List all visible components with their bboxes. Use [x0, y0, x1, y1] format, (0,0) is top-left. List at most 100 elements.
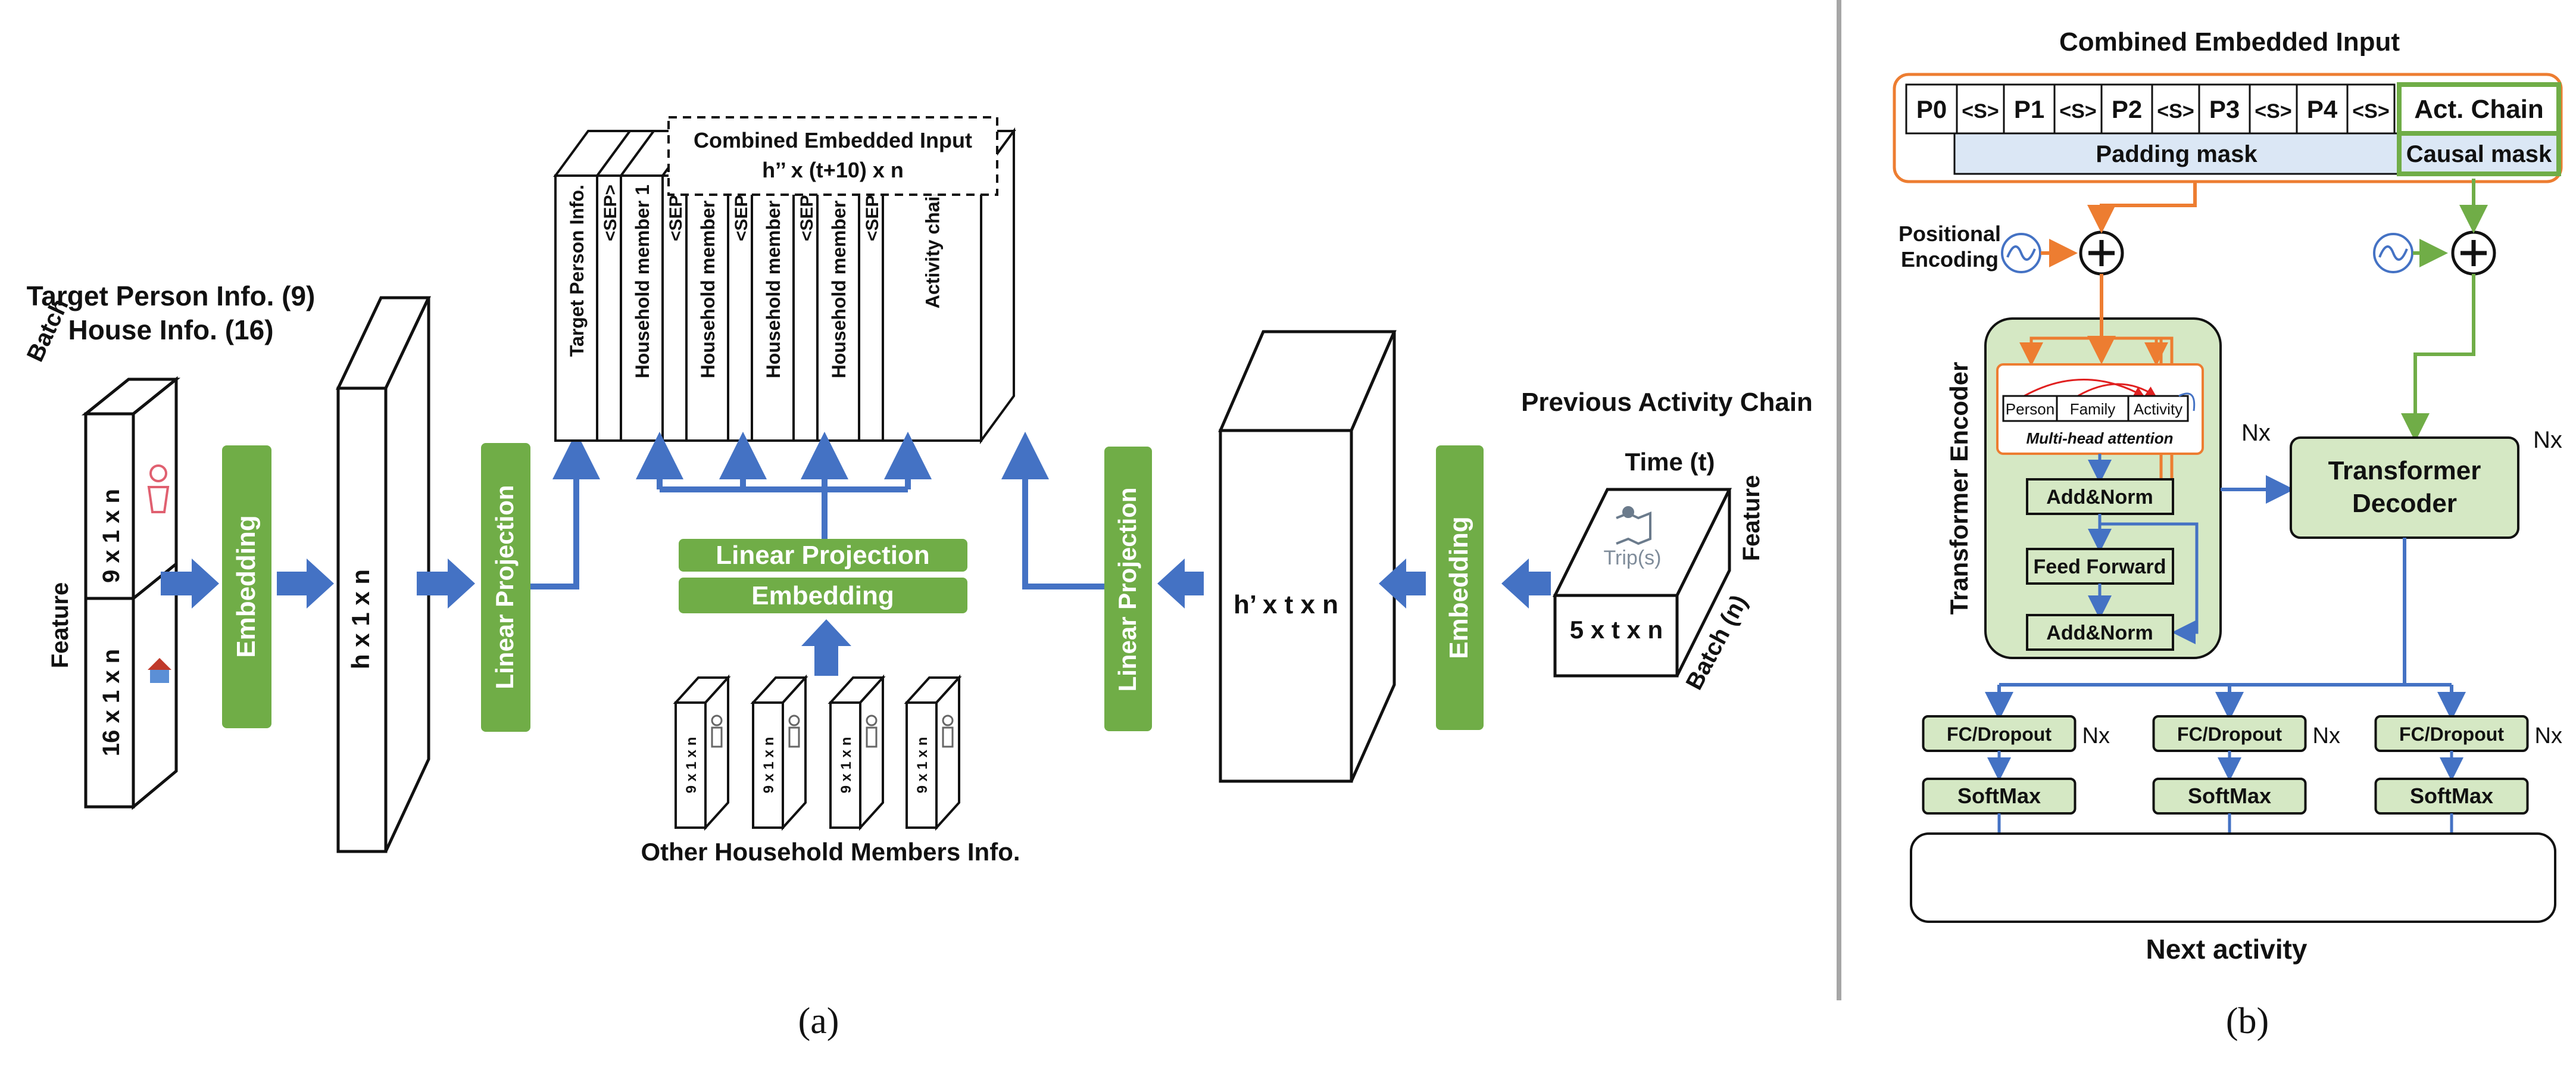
token-label: P4	[2307, 95, 2338, 123]
feed-forward-label: Feed Forward	[2034, 556, 2166, 578]
transformer-decoder	[2290, 436, 2519, 539]
token-cell	[2003, 83, 2056, 135]
next-activity-box	[1910, 832, 2556, 923]
arrow-to-combined	[530, 432, 600, 589]
member-tensor	[829, 701, 861, 829]
tensor-house: 16 x 1 x n	[98, 649, 124, 756]
person-body-icon	[942, 726, 954, 748]
embedding-left	[222, 445, 271, 728]
combined-dims: h’’ x (t+10) x n	[762, 158, 904, 182]
decoder-label-1: Transformer	[2328, 456, 2481, 485]
combined-input-title: Combined Embedded Input	[2059, 27, 2400, 57]
token-label: <S>	[2059, 100, 2096, 123]
add-norm-2	[2026, 614, 2174, 651]
slab-label: Target Person Info.	[566, 185, 588, 357]
fc-dropout-label: FC/Dropout	[1947, 723, 2052, 745]
feature-label: Feature	[47, 582, 73, 669]
token-cell	[2198, 83, 2251, 135]
nx-decoder: Nx	[2533, 427, 2562, 453]
member-tensor	[675, 701, 707, 829]
embedding-left-label: Embedding	[232, 515, 261, 658]
map-icon	[1616, 506, 1651, 545]
nx-encoder: Nx	[2241, 420, 2271, 446]
nx-head: Nx	[2535, 723, 2562, 748]
tensor-h: h x 1 x n	[336, 296, 431, 853]
pos-enc-label-2: Encoding	[1901, 247, 1999, 272]
slab	[596, 174, 622, 442]
block-arrow	[277, 559, 334, 609]
block-arrow-left	[1379, 559, 1426, 609]
time-label: Time (t)	[1625, 448, 1715, 476]
softmax-label: SoftMax	[1957, 784, 2041, 808]
token-label: <S>	[2255, 100, 2291, 123]
next-activity-label: Next activity	[2146, 934, 2307, 965]
encoder-label: Transformer Encoder	[1945, 362, 1973, 615]
tensor-5: 5 x t x n Trip(s)	[1552, 488, 1732, 678]
slab	[882, 174, 982, 442]
fc-dropout-label: FC/Dropout	[2399, 723, 2504, 745]
softmax-label: SoftMax	[2188, 784, 2271, 808]
combined-box	[667, 116, 998, 196]
nx-head: Nx	[2082, 723, 2110, 748]
combined-title: Combined Embedded Input	[694, 128, 972, 152]
token-label: P0	[1916, 95, 1947, 123]
member-tensor-label: 9 x 1 x n	[683, 737, 700, 794]
house-info-title: House Info. (16)	[68, 314, 273, 345]
attn-activity: Activity	[2134, 400, 2182, 418]
sine-wave-icon	[2001, 233, 2041, 273]
person-icon	[147, 464, 170, 513]
block-arrow	[161, 559, 219, 609]
tensor-h-label: h x 1 x n	[346, 569, 374, 669]
slab-label: Activity chain	[922, 185, 944, 308]
trips-label: Trip(s)	[1604, 547, 1662, 569]
token-label: P3	[2209, 95, 2240, 123]
member-tensor-label: 9 x 1 x n	[838, 737, 854, 794]
feature-label-right: Feature	[1738, 475, 1765, 561]
token-label: P2	[2112, 95, 2142, 123]
add-icon	[2451, 230, 2496, 276]
embedding-right	[1436, 445, 1484, 730]
mha-label: Multi-head attention	[2027, 429, 2174, 447]
person-body-icon	[788, 726, 800, 748]
padding-mask-label: Padding mask	[2096, 141, 2257, 167]
slab-label: Household member 3	[763, 185, 784, 378]
token-cell	[2053, 83, 2103, 135]
tensor-hp: h’ x t x n	[1218, 330, 1397, 783]
member-tensor	[905, 701, 938, 829]
token-cell	[2249, 83, 2298, 135]
token-cell	[2346, 83, 2396, 135]
member-tensor-label: 9 x 1 x n	[914, 737, 931, 794]
embedding-mid-label: Embedding	[751, 581, 894, 610]
other-members-label: Other Household Members Info.	[641, 838, 1020, 866]
member-tensors: 9 x 1 x n 9 x 1 x n 9 x 1 x n 9 x 1 x n	[673, 674, 962, 831]
token-label: <S>	[2157, 100, 2194, 123]
member-tensor	[752, 701, 784, 829]
member-arrows	[636, 432, 932, 539]
slab	[816, 174, 860, 442]
linear-projection-mid-label: Linear Projection	[716, 541, 929, 570]
add-norm-1-label: Add&Norm	[2046, 486, 2153, 509]
tensor-5-label: 5 x t x n	[1570, 616, 1663, 644]
slab	[751, 174, 795, 442]
fc-dropout-label: FC/Dropout	[2177, 723, 2282, 745]
member-tensor-side	[704, 674, 729, 831]
token-cell	[2151, 83, 2200, 135]
linear-projection-right-label: Linear Projection	[1113, 487, 1141, 691]
token-cell	[1905, 83, 1958, 135]
member-tensor-side	[935, 674, 960, 831]
linear-projection-left	[481, 443, 530, 732]
tensor-person: 9 x 1 x n	[98, 489, 124, 583]
slab-label: Household member 2	[697, 185, 719, 378]
member-tensor-side	[859, 674, 884, 831]
slab	[620, 174, 664, 442]
linear-projection-left-label: Linear Projection	[491, 485, 519, 689]
caption-b: (b)	[2226, 1001, 2269, 1041]
panel-b: Combined Embedded Input P0<S>P1<S>P2<S>P…	[1893, 27, 2563, 1041]
target-person-title: Target Person Info. (9)	[27, 280, 316, 311]
softmax-label: SoftMax	[2410, 784, 2493, 808]
decoder-label-2: Decoder	[2352, 489, 2457, 518]
member-tensor-label: 9 x 1 x n	[761, 737, 777, 794]
pos-enc-label-1: Positional	[1899, 222, 2001, 246]
block-arrow-up	[801, 619, 851, 676]
